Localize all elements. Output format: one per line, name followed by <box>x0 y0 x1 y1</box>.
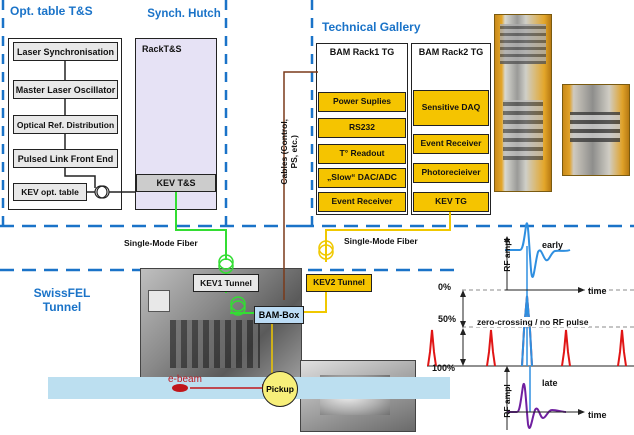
photoreceiver-box: Photorecieiver <box>413 163 489 183</box>
synch-hutch-title: Synch. Hutch <box>147 8 221 20</box>
laser-synchronisation-box: Laser Synchronisation <box>13 42 118 61</box>
fiber-left-label: Single-Mode Fiber <box>124 238 198 248</box>
rack-photo-right-equipment <box>570 112 620 142</box>
slow-dac-adc-box: „Slow“ DAC/ADC <box>318 168 406 188</box>
top-time-label: time <box>588 286 607 296</box>
rack2-event-receiver-box: Event Receiver <box>413 134 489 154</box>
bottom-time-label: time <box>588 410 607 420</box>
pulsed-link-front-end-box: Pulsed Link Front End <box>13 149 118 168</box>
pct-0-label: 0% <box>438 282 452 292</box>
kev-ts-box: KEV T&S <box>136 174 216 192</box>
ebeam-bunch <box>172 384 188 392</box>
master-laser-oscillator-box: Master Laser Oscillator <box>13 80 118 99</box>
pct-50-label: 50% <box>438 314 457 324</box>
bam-box-photo-electronics <box>170 320 260 368</box>
rack-photo-left-equipment <box>500 24 546 64</box>
zero-crossing-note: zero-crossing / no RF pulse <box>476 317 590 327</box>
rack2-frame <box>411 43 491 215</box>
bam-box-photo-detail <box>148 290 170 312</box>
swissfel-tunnel-title: SwissFEL Tunnel <box>33 286 91 315</box>
yellow-fiber <box>325 212 451 262</box>
bottom-rf-ampl-label: RF ampl <box>501 384 512 418</box>
rack1-event-receiver-box: Event Receiver <box>318 192 406 212</box>
opt-table-title: Opt. table T&S <box>10 4 93 18</box>
optical-ref-distribution-box: Optical Ref. Distribution <box>13 115 118 134</box>
rs232-box: RS232 <box>318 118 406 138</box>
early-label: early <box>542 240 564 250</box>
early-waveform <box>505 222 571 279</box>
green-fiber <box>175 192 227 260</box>
brown-cable <box>283 71 318 300</box>
pickup-circle: Pickup <box>262 371 298 407</box>
rack2-title: BAM Rack2 TG <box>418 47 484 57</box>
rack-photo-left-lower <box>503 100 543 160</box>
kev-tg-box: KEV TG <box>413 192 489 212</box>
link-fe-kev <box>64 168 96 188</box>
rack1-title: BAM Rack1 TG <box>329 47 395 57</box>
rack-ts-label: RackT&S <box>142 44 182 54</box>
pct-100-label: 100% <box>432 363 456 373</box>
late-label: late <box>542 378 558 388</box>
ebeam-label: e-beam <box>168 374 202 385</box>
top-rf-ampl-label: RF ampl <box>501 238 512 272</box>
kev2-tunnel-box: KEV2 Tunnel <box>306 274 372 292</box>
sensitive-daq-box: Sensitive DAQ <box>413 90 489 126</box>
late-waveform <box>507 382 567 429</box>
power-supplies-box: Power Suplies <box>318 92 406 112</box>
temperature-readout-box: T° Readout <box>318 144 406 164</box>
bam-box-label: BAM-Box <box>254 306 304 324</box>
kev1-tunnel-box: KEV1 Tunnel <box>193 274 259 292</box>
kev-opt-table-box: KEV opt. table <box>13 183 87 201</box>
cables-label: Cables (Control, PS, etc.) <box>279 118 299 185</box>
technical-gallery-title: Technical Gallery <box>322 20 421 34</box>
fiber-right-label: Single-Mode Fiber <box>344 236 418 246</box>
